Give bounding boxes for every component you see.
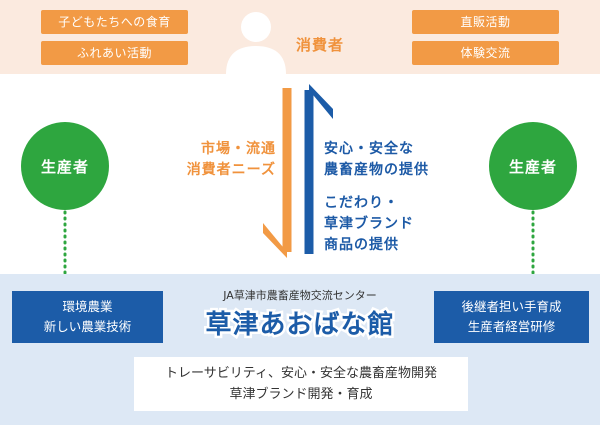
person-silhouette-icon (226, 12, 286, 74)
flow-text-line: 市場・流通 (201, 141, 276, 157)
consumer-item-experience: 体験交流 (412, 41, 559, 65)
consumer-label: 消費者 (296, 36, 345, 54)
consumer-item-interaction: ふれあい活動 (41, 41, 188, 65)
flow-text-line: 商品の提供 (324, 237, 399, 253)
center-left-line: 新しい農業技術 (43, 319, 132, 334)
center-left-box: 環境農業 新しい農業技術 (12, 291, 163, 343)
flow-text-market: 市場・流通 消費者ニーズ (150, 139, 276, 181)
flow-text-line: 農畜産物の提供 (324, 162, 429, 178)
down-arrow-icon (263, 88, 292, 258)
up-arrow-icon (304, 84, 333, 254)
center-bottom-line: トレーサビリティ、安心・安全な農畜産物開発 (165, 366, 437, 381)
flow-text-line: 草津ブランド (324, 216, 414, 232)
flow-text-provision: 安心・安全な 農畜産物の提供 こだわり・ 草津ブランド 商品の提供 (324, 139, 474, 256)
center-right-box: 後継者担い手育成 生産者経営研修 (434, 291, 589, 343)
flow-text-line: 安心・安全な (324, 141, 414, 157)
flow-text-line: 消費者ニーズ (186, 162, 276, 178)
consumer-item-food-education: 子どもたちへの食育 (41, 10, 188, 34)
center-right-line: 生産者経営研修 (467, 319, 556, 334)
center-bottom-line: 草津ブランド開発・育成 (229, 387, 373, 402)
consumer-item-direct-sales: 直販活動 (412, 10, 559, 34)
producer-circle-left: 生産者 (21, 122, 109, 210)
flow-text-line: こだわり・ (324, 195, 399, 211)
brand-logo: 草津あおばな館 (203, 307, 396, 343)
center-bottom-box: トレーサビリティ、安心・安全な農畜産物開発 草津ブランド開発・育成 (134, 357, 468, 411)
producer-circle-right: 生産者 (489, 122, 577, 210)
center-name: JA草津市農畜産物交流センター (223, 289, 377, 302)
brand-logo-text: 草津あおばな館 (205, 309, 394, 340)
center-right-line: 後継者担い手育成 (461, 299, 562, 314)
center-left-line: 環境農業 (62, 299, 113, 314)
